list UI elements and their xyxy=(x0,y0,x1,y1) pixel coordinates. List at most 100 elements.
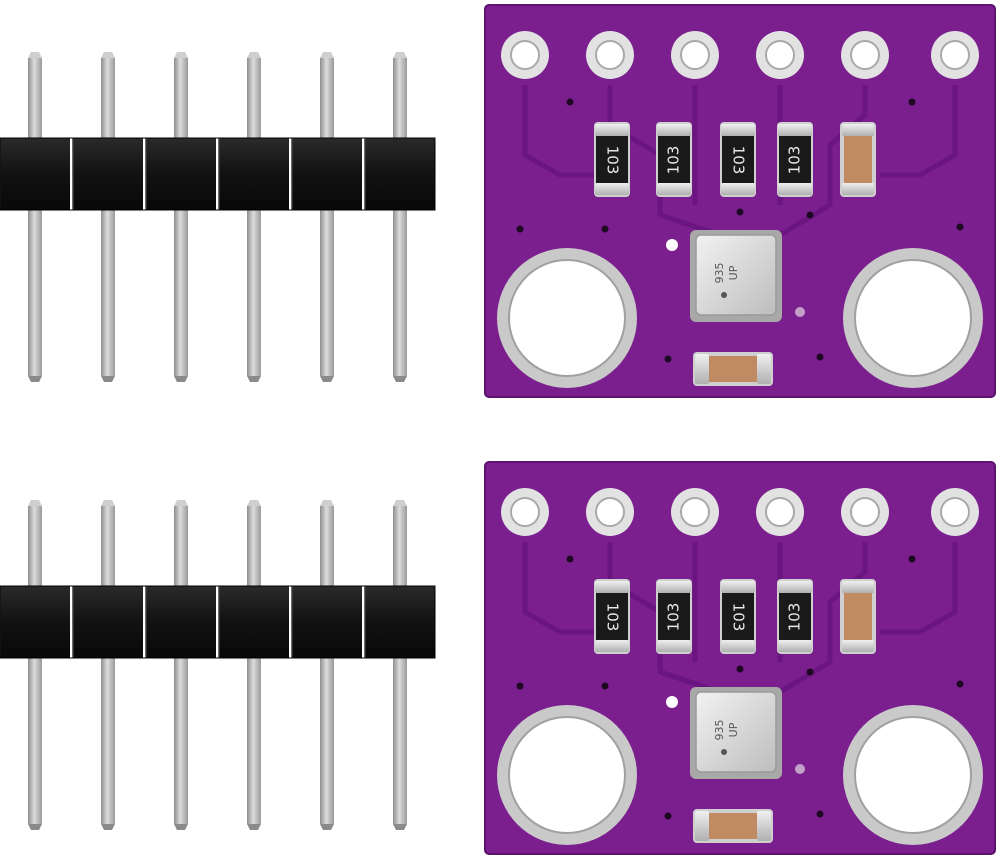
smd-resistor: 103 xyxy=(594,122,630,197)
header-plastic-segment xyxy=(292,138,362,210)
resistor-body xyxy=(658,135,690,184)
resistor-end-cap xyxy=(778,581,812,593)
pin-tip xyxy=(320,824,334,830)
pad-hole xyxy=(940,40,970,70)
pin-header-1 xyxy=(0,52,436,382)
resistor-marking: 103 xyxy=(786,603,804,632)
pcb-via xyxy=(736,208,744,216)
header-pin xyxy=(174,58,188,376)
pcb-via xyxy=(736,665,744,673)
pin-tip xyxy=(174,52,188,58)
pin-tip xyxy=(101,52,115,58)
header-pin xyxy=(247,506,261,824)
header-plastic-segment xyxy=(0,586,70,658)
resistor-end-cap xyxy=(595,581,629,593)
smd-resistor: 103 xyxy=(720,579,756,654)
resistor-body xyxy=(722,592,754,641)
header-pin xyxy=(101,506,115,824)
pin-tip xyxy=(101,500,115,506)
capacitor-end-cap xyxy=(842,581,874,593)
pcb-via xyxy=(566,555,574,563)
capacitor-end-cap xyxy=(842,183,874,195)
pcb-trace xyxy=(880,85,958,178)
capacitor-end-cap xyxy=(757,354,771,384)
header-plastic-segment xyxy=(219,138,289,210)
resistor-end-cap xyxy=(778,124,812,136)
pcb-via xyxy=(795,764,805,774)
resistor-body xyxy=(779,135,811,184)
pin-tip xyxy=(247,52,261,58)
resistor-marking: 103 xyxy=(665,146,683,175)
pcb-via xyxy=(601,682,609,690)
capacitor-end-cap xyxy=(842,124,874,136)
sensor-marking: UP xyxy=(727,722,740,737)
pcb-trace xyxy=(880,542,958,635)
pad-hole xyxy=(510,497,540,527)
pin1-marker xyxy=(666,239,678,251)
resistor-end-cap xyxy=(721,581,755,593)
pin-tip xyxy=(174,500,188,506)
mount-hole xyxy=(854,259,972,377)
pin-tip xyxy=(28,376,42,382)
pin-tip xyxy=(174,376,188,382)
resistor-body xyxy=(722,135,754,184)
pad-hole xyxy=(510,40,540,70)
pcb-via xyxy=(806,668,814,676)
pcb-via xyxy=(908,98,916,106)
smd-capacitor xyxy=(840,579,876,654)
pcb-via xyxy=(956,223,964,231)
pin-tip xyxy=(101,376,115,382)
sensor-vent xyxy=(721,292,727,298)
resistor-end-cap xyxy=(778,183,812,195)
pin-tip xyxy=(320,52,334,58)
pin-tip xyxy=(28,500,42,506)
smd-resistor: 103 xyxy=(720,122,756,197)
sensor-vent xyxy=(721,749,727,755)
smd-resistor: 103 xyxy=(594,579,630,654)
pin-tip xyxy=(393,500,407,506)
pcb-trace xyxy=(522,542,600,635)
pin-tip xyxy=(393,824,407,830)
smd-resistor: 103 xyxy=(777,122,813,197)
resistor-marking: 103 xyxy=(604,146,622,175)
capacitor-body xyxy=(844,593,872,640)
smd-resistor: 103 xyxy=(656,122,692,197)
pin-tip xyxy=(247,824,261,830)
header-outline xyxy=(0,585,436,659)
resistor-body xyxy=(596,592,628,641)
pad-hole xyxy=(850,40,880,70)
resistor-end-cap xyxy=(657,640,691,652)
capacitor-body xyxy=(707,813,759,839)
pcb-via xyxy=(516,225,524,233)
resistor-marking: 103 xyxy=(604,603,622,632)
header-pin xyxy=(393,506,407,824)
pcb-via xyxy=(601,225,609,233)
capacitor-end-cap xyxy=(695,354,709,384)
header-plastic-segment xyxy=(146,586,216,658)
resistor-end-cap xyxy=(721,124,755,136)
mount-hole xyxy=(508,716,626,834)
header-plastic-segment xyxy=(73,586,143,658)
pad-hole xyxy=(680,40,710,70)
resistor-end-cap xyxy=(657,581,691,593)
pin-tip xyxy=(101,824,115,830)
pin1-marker xyxy=(666,696,678,708)
sensor-marking: 935 xyxy=(713,263,726,284)
sensor-marking: UP xyxy=(727,265,740,280)
header-pin xyxy=(320,506,334,824)
pad-hole xyxy=(680,497,710,527)
resistor-end-cap xyxy=(595,124,629,136)
pcb-via xyxy=(908,555,916,563)
pad-hole xyxy=(595,497,625,527)
header-pin xyxy=(320,58,334,376)
capacitor-body xyxy=(707,356,759,382)
resistor-body xyxy=(658,592,690,641)
sensor-can xyxy=(695,691,777,773)
header-pin xyxy=(393,58,407,376)
pcb-via xyxy=(806,211,814,219)
mount-hole xyxy=(854,716,972,834)
